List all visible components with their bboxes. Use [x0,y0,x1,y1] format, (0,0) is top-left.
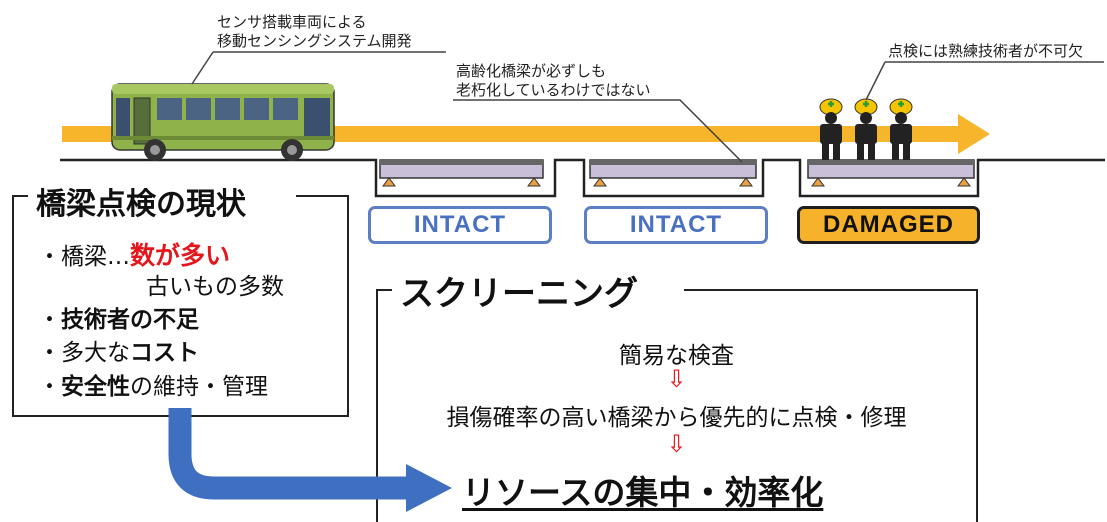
callout-inspection: 点検には熟練技術者が不可欠 [888,42,1084,60]
status-bullet-5-suffix: の維持・管理 [130,374,268,400]
callout-leader-bus [191,51,446,85]
status-bullet-5: ・安全性の維持・管理 [38,372,268,402]
callout-mobile-sensing-line1: センサ搭載車両による [217,13,367,31]
screening-step-1: 簡易な検査 [619,343,734,369]
status-bullet-4-prefix: ・多大な [38,340,130,366]
screening-step-2: 損傷確率の高い橋梁から優先的に点検・修理 [446,405,907,431]
step-down-arrow-1: ⇩ [666,365,687,393]
flow-arrowhead [406,464,452,512]
current-status-title: 橋梁点検の現状 [28,179,254,223]
bridge-state-intact-2: INTACT [584,206,768,244]
bus-icon [111,83,335,161]
flow-arrow [168,408,412,500]
step-down-arrow-2: ⇩ [666,430,687,458]
callout-aged-bridges: 高齢化橋梁が必ずしも 老朽化しているわけではない [456,62,651,100]
ground-line [60,158,1105,198]
status-bullet-5-emphasis: 安全性 [61,374,130,400]
status-bullet-3-emphasis: 技術者の不足 [61,307,199,333]
status-bullet-1: ・橋梁…数が多い [38,241,230,272]
screening-frame [376,289,978,522]
callout-leader-bridge [453,99,743,163]
callout-mobile-sensing-line2: 移動センシングシステム開発 [217,32,412,50]
callout-mobile-sensing: センサ搭載車両による 移動センシングシステム開発 [217,13,412,51]
callout-leader-workers [865,61,1104,101]
screening-result: リソースの集中・効率化 [462,473,824,512]
bridge-2 [589,159,757,187]
inspector-workers-icon [819,98,913,160]
status-bullet-3-prefix: ・ [38,307,61,333]
timeline-arrow [62,114,990,154]
bridge-state-intact-1: INTACT [368,206,552,244]
status-bullet-4: ・多大なコスト [38,338,199,368]
status-bullet-1-prefix: ・橋梁… [38,244,130,270]
bridge-state-damaged: DAMAGED [797,206,980,244]
status-bullet-1-emphasis: 数が多い [130,241,231,270]
status-bullet-3: ・技術者の不足 [38,305,199,335]
screening-title: スクリーニング [392,266,646,315]
status-bullet-4-emphasis: コスト [130,340,199,366]
callout-aged-bridges-line2: 老朽化しているわけではない [456,81,651,99]
bridge-3 [807,159,975,187]
bridge-1 [379,159,544,187]
status-bullet-5-prefix: ・ [38,374,61,400]
status-bullet-2: 古いもの多数 [146,274,284,300]
callout-aged-bridges-line1: 高齢化橋梁が必ずしも [456,62,607,80]
